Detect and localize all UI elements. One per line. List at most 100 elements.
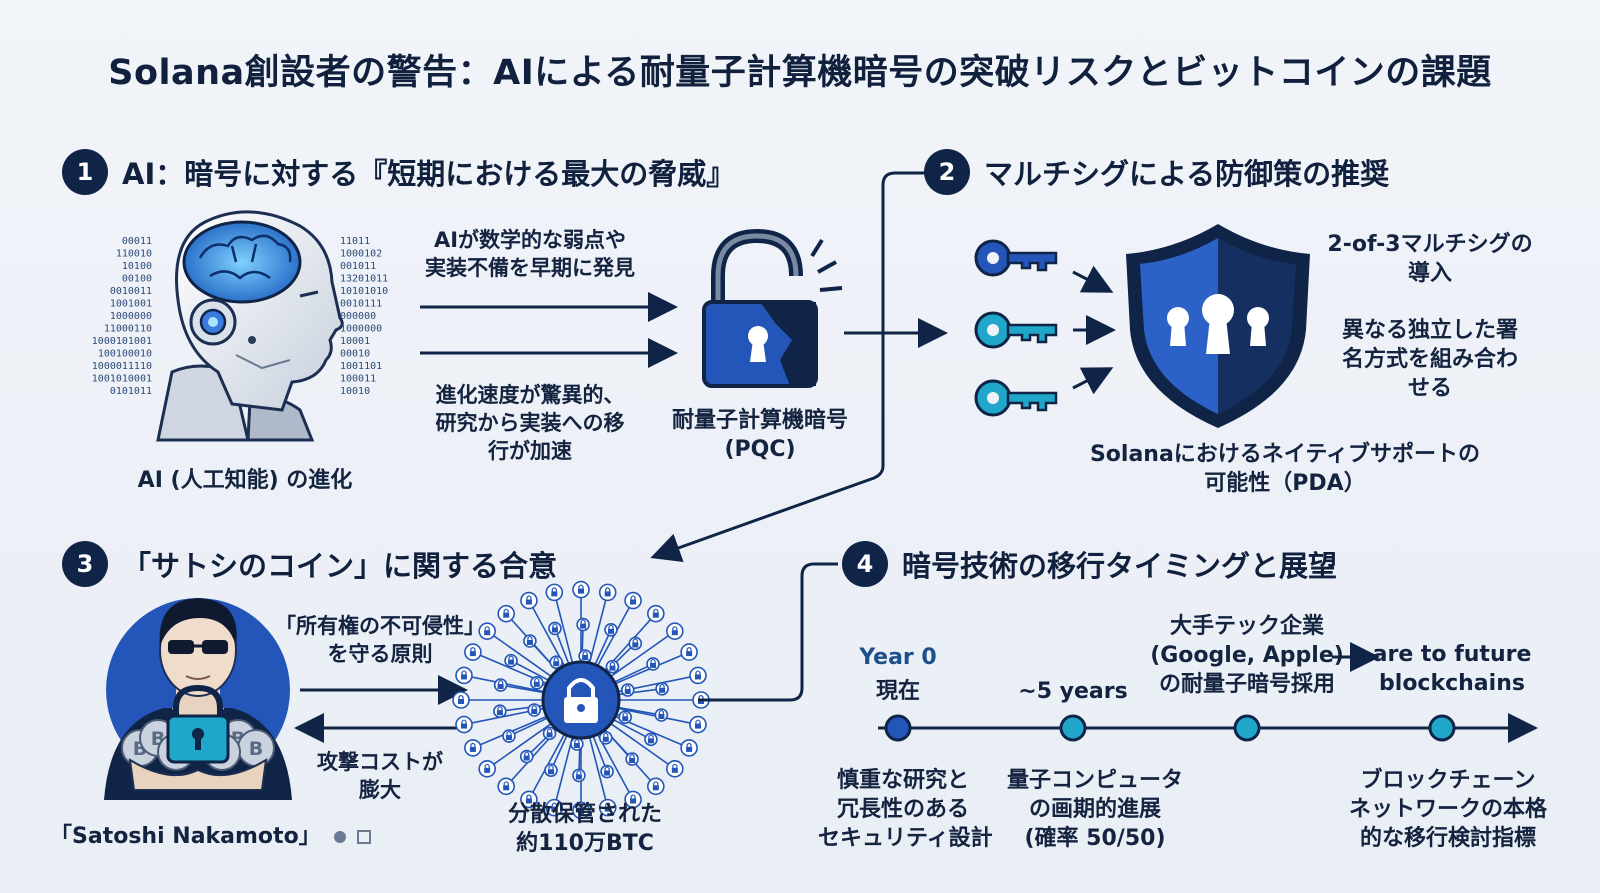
- building-icon: [357, 830, 372, 844]
- small-lock-icon: [598, 731, 613, 745]
- section-3-heading: 3 「サトシのコイン」に関する合意: [62, 541, 557, 587]
- broken-padlock-icon: [702, 228, 843, 388]
- binary-digits: 13201011: [340, 274, 388, 285]
- small-lock-icon: [504, 653, 518, 668]
- arrow-key3: [1072, 367, 1114, 395]
- small-lock-icon: [572, 801, 590, 820]
- binary-digits: 0010111: [340, 299, 382, 310]
- binary-digits: 110010: [116, 249, 152, 260]
- keys-group: [974, 239, 1058, 417]
- section-4-badge: 4: [842, 541, 888, 587]
- section-2-title: マルチシグによる防御策の推奨: [984, 157, 1390, 191]
- evolution-speed-label: 進化速度が驚異的、研究から実装への移行が加速: [435, 383, 625, 463]
- small-lock-icon: [549, 655, 564, 669]
- section-1-title: AI：暗号に対する『短期における最大の脅威』: [122, 157, 736, 191]
- person-icon: [334, 831, 347, 843]
- small-lock-icon: [576, 617, 590, 632]
- small-lock-icon: [478, 622, 496, 640]
- small-lock-icon: [523, 634, 537, 648]
- small-lock-icon: [464, 739, 482, 757]
- attack-cost-label: 攻撃コストが膨大: [317, 750, 443, 802]
- small-lock-icon: [545, 583, 564, 602]
- small-lock-icon: [654, 708, 669, 722]
- binary-right: 1101110001020010111320101110101010001011…: [340, 236, 388, 397]
- connector-to-section3: [650, 333, 885, 563]
- binary-digits: 0010011: [110, 286, 152, 297]
- connector-to-section2: [881, 171, 930, 333]
- binary-digits: 00010: [340, 349, 370, 360]
- five-years-label: ~5 years: [1018, 679, 1128, 704]
- small-lock-icon: [497, 604, 515, 623]
- binary-digits: 10101010: [340, 286, 388, 297]
- binary-digits: 001011: [340, 261, 376, 272]
- central-lock-icon: [541, 660, 621, 740]
- distributed-lock-network-icon: [452, 580, 710, 820]
- page-title: Solana創設者の警告：AIによる耐量子計算機暗号の突破リスクとビットコインの…: [108, 53, 1492, 93]
- binary-digits: 0101011: [110, 386, 152, 397]
- small-lock-icon: [548, 621, 562, 636]
- small-lock-icon: [666, 622, 684, 640]
- small-lock-icon: [655, 681, 669, 696]
- binary-digits: 11011: [340, 236, 370, 247]
- bigtech-label: 大手テック企業(Google, Apple)の耐量子暗号採用: [1150, 614, 1344, 697]
- small-lock-icon: [464, 643, 482, 661]
- section-2-heading: 2 マルチシグによる防御策の推奨: [924, 149, 1389, 195]
- careful-research-label: 慎重な研究と冗長性のあるセキュリティ設計: [818, 768, 993, 851]
- small-lock-icon: [497, 777, 515, 796]
- binary-digits: 1000000: [110, 311, 152, 322]
- binary-digits: 1000101001: [92, 336, 152, 347]
- small-lock-icon: [666, 760, 684, 778]
- now-label: 現在: [875, 679, 920, 704]
- small-lock-icon: [647, 604, 665, 623]
- small-lock-icon: [624, 591, 642, 610]
- small-lock-icon: [455, 715, 473, 734]
- small-lock-icon: [527, 703, 542, 717]
- small-lock-icon: [680, 739, 698, 757]
- binary-digits: 00011: [122, 236, 152, 247]
- independent-signature-note: 異なる独立した署名方式を組み合わせる: [1341, 318, 1518, 401]
- timeline-point-future: [1428, 714, 1456, 742]
- small-lock-icon: [545, 798, 564, 817]
- section-4-title: 暗号技術の移行タイミングと展望: [902, 549, 1338, 583]
- binary-digits: 10001: [340, 336, 370, 347]
- key-icon: [974, 239, 1058, 277]
- binary-digits: 10100: [122, 261, 152, 272]
- binary-digits: 100011: [340, 374, 376, 385]
- small-lock-icon: [618, 710, 633, 724]
- satoshi-label: 「Satoshi Nakamoto」: [50, 822, 372, 851]
- binary-digits: 00100: [122, 274, 152, 285]
- small-lock-icon: [625, 752, 639, 766]
- solana-native-support-note: Solanaにおけるネイティブサポートの可能性（PDA）: [1089, 442, 1481, 496]
- binary-digits: 1000011110: [92, 361, 152, 372]
- quantum-progress-label: 量子コンピュータの画期的進展(確率 50/50): [1006, 768, 1183, 851]
- section-1-heading: 1 AI：暗号に対する『短期における最大の脅威』: [62, 149, 735, 195]
- small-lock-icon: [689, 666, 707, 685]
- small-lock-icon: [605, 659, 620, 674]
- ai-head-illustration: [156, 210, 344, 442]
- ownership-principle-label: 「所有権の不可侵性」を守る原則: [275, 614, 485, 666]
- ai-discovers-weakness-label: AIが数学的な弱点や実装不備を早期に発見: [425, 228, 635, 280]
- binary-digits: 1001101: [340, 361, 382, 372]
- small-lock-icon: [578, 649, 592, 663]
- section-3-title: 「サトシのコイン」に関する合意: [122, 549, 558, 583]
- arrow-key1: [1072, 265, 1114, 293]
- small-lock-icon: [529, 676, 544, 690]
- key-icon: [974, 311, 1058, 349]
- pqc-label: 耐量子計算機暗号(PQC): [671, 408, 848, 462]
- section-3-badge: 3: [62, 541, 108, 587]
- key-icon: [974, 379, 1058, 417]
- binary-digits: 000000: [340, 311, 376, 322]
- binary-left: 0001111001010100001000010011100100110000…: [92, 236, 152, 397]
- section-1-badge: 1: [62, 149, 108, 195]
- small-lock-icon: [646, 657, 660, 671]
- timeline-point-now: [884, 714, 912, 742]
- section-2-badge: 2: [924, 149, 970, 195]
- small-lock-icon: [455, 666, 473, 685]
- binary-digits: 1001010001: [92, 374, 152, 385]
- small-lock-icon: [542, 726, 557, 741]
- small-lock-icon: [600, 764, 614, 779]
- ai-evolution-label: AI (人工知能) の進化: [137, 468, 353, 493]
- small-lock-icon: [624, 790, 642, 809]
- small-lock-icon: [598, 798, 617, 817]
